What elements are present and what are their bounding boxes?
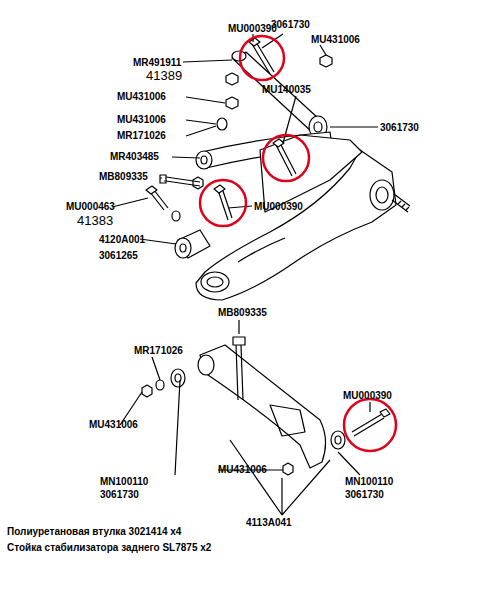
callout-number: 41383 [77,214,113,228]
part-number: MU000390 [254,201,303,212]
part-number: MU000463 [66,201,115,212]
part-number: MR491911 [133,57,181,68]
part-number: MR171026 [134,345,183,356]
part-number: 3061730 [271,19,310,30]
part-number: MU000390 [228,23,277,34]
part-number: 3061730 [345,489,384,500]
part-number: MU431006 [311,34,360,45]
part-number: MR171026 [117,130,166,141]
part-number: 4113A041 [246,517,292,528]
part-number: 3061265 [99,250,138,261]
part-number: MU431006 [218,464,267,475]
note-text: Полиуретановая втулка 3021414 х4 [7,526,181,537]
part-number: 4120A001 [99,234,145,245]
part-number: MU431006 [117,114,166,125]
callout-number: 41389 [146,69,182,83]
part-number: 3061730 [100,489,139,500]
part-number: MU140035 [262,84,311,95]
part-number: MU000390 [343,390,392,401]
part-number: 3061730 [380,122,419,133]
part-number: MR403485 [110,151,159,162]
part-number: MB809335 [218,307,267,318]
part-number: MN100110 [100,476,148,487]
part-number: MU431006 [89,419,138,430]
part-number: MN100110 [345,476,393,487]
part-number: MB809335 [99,171,148,182]
part-number: MU431006 [117,91,166,102]
note-text: Стойка стабилизатора заднего SL7875 х2 [7,542,211,553]
